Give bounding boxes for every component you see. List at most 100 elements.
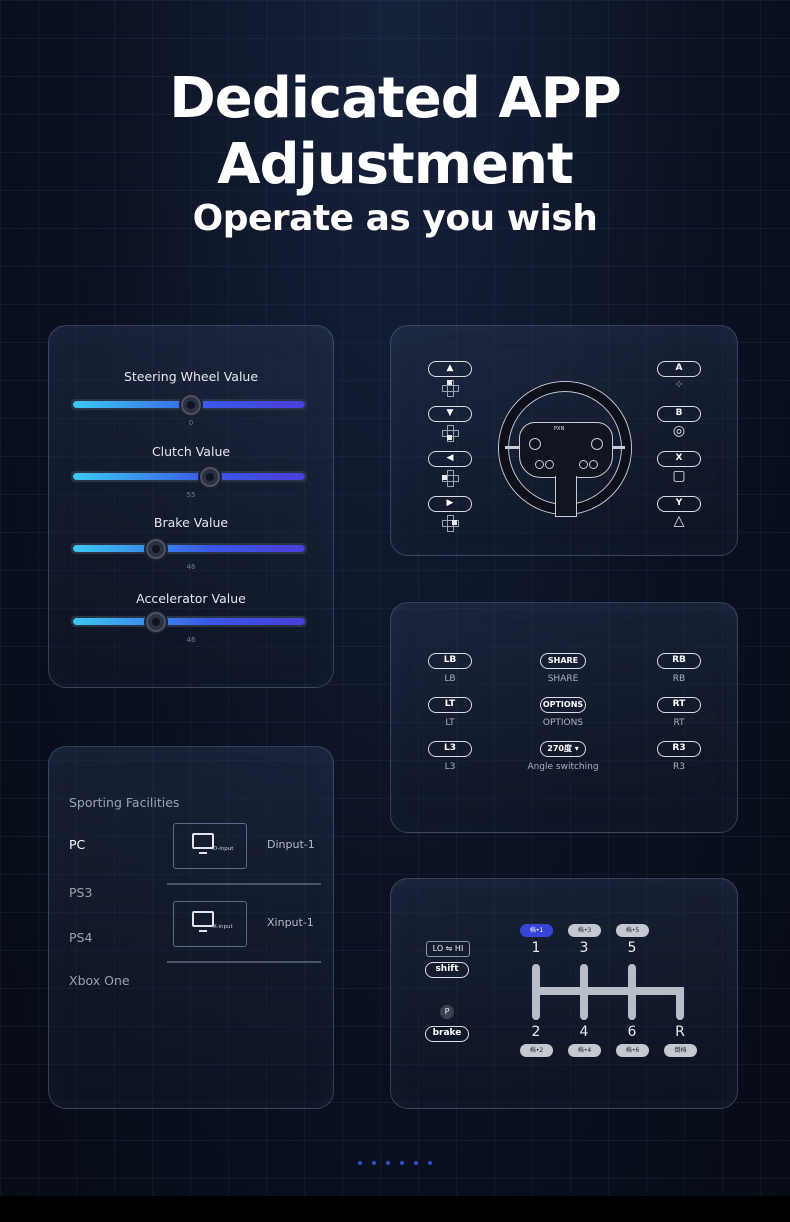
b-button[interactable]: B	[657, 406, 701, 422]
wheel-button-icon	[579, 460, 588, 469]
gear-rail-horizontal	[532, 987, 684, 995]
divider	[167, 883, 321, 885]
slider-knob[interactable]	[181, 395, 201, 415]
gear-number-4: 4	[579, 1024, 589, 1040]
gear-tag-6[interactable]: 档•6	[616, 1044, 649, 1057]
options-caption: OPTIONS	[542, 718, 584, 728]
brake-label: Brake Value	[153, 515, 229, 530]
gear-tag-3[interactable]: 档•3	[568, 924, 601, 937]
wheel-hub-stem	[555, 476, 577, 517]
wheel-spoke-left	[505, 446, 525, 449]
y-button[interactable]: Y	[657, 496, 701, 512]
accelerator-value: 46	[186, 636, 196, 644]
a-button[interactable]: A	[657, 361, 701, 377]
dinput-mode-label: Dinput-1	[267, 838, 315, 851]
slider-fill	[73, 545, 305, 552]
dpad-down-icon	[442, 425, 459, 442]
dpad-left-button[interactable]: ◀	[428, 451, 472, 467]
dpad-up-button[interactable]: ▲	[428, 361, 472, 377]
gear-rail	[676, 987, 684, 1020]
gear-number-5: 5	[627, 940, 637, 956]
lo-hi-switch[interactable]: LO ⇋ HI	[426, 941, 470, 957]
brake-button[interactable]: brake	[425, 1026, 469, 1042]
platform-ps3[interactable]: PS3	[69, 885, 93, 900]
lt-caption: LT	[445, 718, 455, 728]
lb-button[interactable]: LB	[428, 653, 472, 669]
rt-caption: RT	[673, 718, 685, 728]
gear-tag-reverse[interactable]: 倒档	[664, 1044, 697, 1057]
page-dot[interactable]	[358, 1161, 362, 1165]
slider-knob[interactable]	[146, 539, 167, 559]
footer-bar	[0, 1196, 790, 1222]
slider-fill	[73, 618, 305, 625]
monitor-icon	[192, 833, 214, 849]
triangle-symbol-icon: △	[673, 513, 685, 529]
sporting-heading: Sporting Facilities	[69, 795, 180, 810]
dpad-right-icon	[442, 515, 459, 532]
xinput-option[interactable]: X-input	[173, 901, 247, 947]
shift-button[interactable]: shift	[425, 962, 469, 978]
l3-button[interactable]: L3	[428, 741, 472, 757]
gear-number-6: 6	[627, 1024, 637, 1040]
page-dot[interactable]	[428, 1161, 432, 1165]
gear-shift-panel: LO ⇋ HI shift P brake 档•1 档•3 档•5 1 3 5 …	[390, 878, 738, 1109]
wheel-dpad-icon	[529, 438, 541, 450]
slider-knob[interactable]	[146, 612, 167, 632]
sporting-facilities-panel: Sporting Facilities PC PS3 PS4 Xbox One …	[48, 746, 334, 1109]
dpad-down-button[interactable]: ▼	[428, 406, 472, 422]
gear-tag-5[interactable]: 档•5	[616, 924, 649, 937]
wheel-button-icon	[545, 460, 554, 469]
xinput-box-label: X-input	[213, 924, 233, 930]
rt-button[interactable]: RT	[657, 697, 701, 713]
dinput-box-label: D-input	[213, 846, 234, 852]
platform-ps4[interactable]: PS4	[69, 930, 93, 945]
gear-tag-1[interactable]: 档•1	[520, 924, 553, 937]
wheel-spoke-right	[605, 446, 625, 449]
page-dot[interactable]	[372, 1161, 376, 1165]
options-button[interactable]: OPTIONS	[540, 697, 586, 713]
wheel-button-icon	[589, 460, 598, 469]
wheel-logo: PXN	[554, 426, 565, 432]
monitor-stand	[199, 927, 207, 932]
angle-switching-caption: Angle switching	[527, 762, 599, 772]
steering-wheel-slider[interactable]	[71, 395, 307, 415]
steering-wheel-label: Steering Wheel Value	[123, 369, 259, 384]
lt-button[interactable]: LT	[428, 697, 472, 713]
slider-fill	[73, 473, 305, 480]
wheel-button-icon	[535, 460, 544, 469]
parking-icon: P	[440, 1005, 454, 1019]
gear-number-r: R	[675, 1024, 685, 1040]
gear-tag-4[interactable]: 档•4	[568, 1044, 601, 1057]
rb-button[interactable]: RB	[657, 653, 701, 669]
page-dot[interactable]	[400, 1161, 404, 1165]
clutch-slider[interactable]	[71, 467, 307, 487]
brake-slider[interactable]	[71, 539, 307, 559]
r3-button[interactable]: R3	[657, 741, 701, 757]
angle-switch-dropdown[interactable]: 270度 ▾	[540, 741, 586, 757]
page-dot[interactable]	[414, 1161, 418, 1165]
clutch-label: Clutch Value	[151, 444, 231, 459]
shoulder-mapping-panel: LB LB LT LT L3 L3 SHARE SHARE OPTIONS OP…	[390, 602, 738, 833]
dinput-option[interactable]: D-input	[173, 823, 247, 869]
button-mapping-panel: ▲ ▼ ◀ ▶ PXN A ⁘ B ◎ X ▢ Y △	[390, 325, 738, 556]
r3-caption: R3	[673, 762, 685, 772]
monitor-icon	[192, 911, 214, 927]
page-subtitle: Operate as you wish	[192, 198, 598, 239]
share-caption: SHARE	[547, 674, 579, 684]
divider	[167, 961, 321, 963]
wheel-hub	[519, 422, 613, 478]
accelerator-slider[interactable]	[71, 612, 307, 632]
platform-xbox-one[interactable]: Xbox One	[69, 973, 130, 988]
dpad-left-icon	[442, 470, 459, 487]
page-dot[interactable]	[386, 1161, 390, 1165]
gear-tag-2[interactable]: 档•2	[520, 1044, 553, 1057]
slider-knob[interactable]	[199, 467, 220, 487]
platform-pc[interactable]: PC	[69, 837, 86, 852]
cross-symbol-icon: ⁘	[674, 378, 684, 391]
x-button[interactable]: X	[657, 451, 701, 467]
pagination-dots	[358, 1161, 438, 1167]
dpad-right-button[interactable]: ▶	[428, 496, 472, 512]
dpad-up-icon	[442, 380, 459, 397]
share-button[interactable]: SHARE	[540, 653, 586, 669]
steering-wheel-value: 0	[188, 419, 194, 427]
